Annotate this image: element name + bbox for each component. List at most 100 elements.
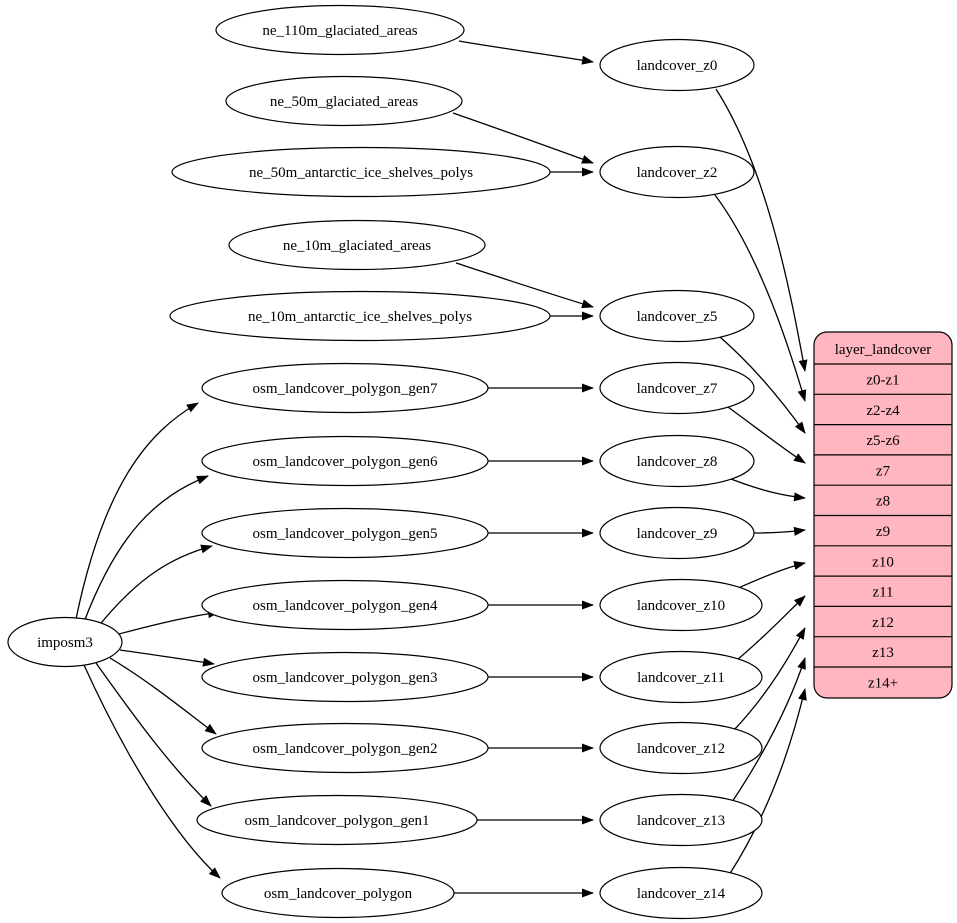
source-label: osm_landcover_polygon_gen2 <box>253 741 438 757</box>
stage-ellipse <box>599 866 763 920</box>
source-label: osm_landcover_polygon_gen6 <box>253 454 438 470</box>
table-row-z14plus: z14+ <box>868 676 898 692</box>
node-ne-110m-glaciated-areas: ne_110m_glaciated_areas <box>215 4 465 56</box>
edge-z11-row-z11 <box>736 595 806 661</box>
table-row-z9: z9 <box>876 524 890 540</box>
node-landcover-z14: landcover_z14 <box>599 866 763 920</box>
node-landcover-z5: landcover_z5 <box>599 289 755 343</box>
stage-label: landcover_z11 <box>637 670 725 686</box>
edge-z7-row-z7 <box>727 406 806 464</box>
edge-imposm3-gen5 <box>96 544 213 629</box>
stage-label: landcover_z2 <box>637 165 718 181</box>
source-ellipse <box>196 794 478 846</box>
table-row-z8: z8 <box>876 494 890 510</box>
node-landcover-z8: landcover_z8 <box>599 434 755 488</box>
stage-ellipse <box>599 434 755 488</box>
table-row-z5-z6: z5-z6 <box>866 433 900 449</box>
edge-z14-row-z14plus <box>728 688 807 876</box>
edges-root-to-sources <box>75 402 221 879</box>
source-label: osm_landcover_polygon_gen4 <box>253 598 438 614</box>
source-label: ne_10m_glaciated_areas <box>283 238 431 254</box>
table-row-z0-z1: z0-z1 <box>866 373 899 389</box>
node-landcover-z9: landcover_z9 <box>599 506 755 560</box>
node-landcover-z12: landcover_z12 <box>599 721 763 775</box>
stage-ellipse <box>599 578 763 632</box>
node-landcover-z7: landcover_z7 <box>599 361 755 415</box>
table-row-z7: z7 <box>876 463 891 479</box>
table-row-z11: z11 <box>872 585 893 601</box>
edge-z9-row-z9 <box>753 526 806 536</box>
node-osm-landcover-polygon-gen5: osm_landcover_polygon_gen5 <box>201 507 489 559</box>
edge-imposm3-gen4 <box>118 609 220 635</box>
source-ellipse <box>201 362 489 414</box>
node-ne-10m-glaciated-areas: ne_10m_glaciated_areas <box>228 219 486 271</box>
stage-label: landcover_z13 <box>637 813 725 829</box>
edges-sources-to-stages <box>452 40 594 898</box>
source-ellipse <box>201 651 489 703</box>
edge-z12-row-z12 <box>733 627 806 731</box>
node-osm-landcover-polygon-gen1: osm_landcover_polygon_gen1 <box>196 794 478 846</box>
table-row-z10: z10 <box>872 554 894 570</box>
table-row-z2-z4: z2-z4 <box>866 403 900 419</box>
node-osm-landcover-polygon-gen3: osm_landcover_polygon_gen3 <box>201 651 489 703</box>
source-ellipse <box>171 146 551 198</box>
source-label: ne_50m_glaciated_areas <box>270 94 418 110</box>
source-label: osm_landcover_polygon_gen5 <box>253 526 438 542</box>
node-ne-10m-antarctic-ice-shelves-polys: ne_10m_antarctic_ice_shelves_polys <box>169 290 551 342</box>
node-landcover-z0: landcover_z0 <box>599 38 755 92</box>
source-label: osm_landcover_polygon_gen3 <box>253 670 438 686</box>
source-ellipse <box>201 435 489 487</box>
imposm3-label: imposm3 <box>37 635 93 651</box>
source-label: osm_landcover_polygon_gen7 <box>253 381 438 397</box>
stage-ellipse <box>599 38 755 92</box>
source-label: ne_10m_antarctic_ice_shelves_polys <box>248 309 472 325</box>
stage-ellipse <box>599 289 755 343</box>
stage-ellipse <box>599 361 755 415</box>
source-ellipse <box>215 4 465 56</box>
edge-imposm3-gen6 <box>83 475 209 623</box>
edge-z8-row-z8 <box>730 478 806 502</box>
source-label: ne_110m_glaciated_areas <box>262 23 417 39</box>
node-imposm3: imposm3 <box>7 616 123 668</box>
edge-imposm3-gen7 <box>75 402 199 620</box>
edge-ne10m-glaciated-z5 <box>455 262 594 309</box>
edge-ne110m-z0 <box>458 40 594 65</box>
edge-ne50m-glaciated-z2 <box>452 112 594 164</box>
stage-ellipse <box>599 145 755 199</box>
source-label: osm_landcover_polygon_gen1 <box>245 813 430 829</box>
source-ellipse <box>225 75 463 127</box>
node-landcover-z2: landcover_z2 <box>599 145 755 199</box>
layer-landcover-title: layer_landcover <box>835 342 932 358</box>
node-ne-50m-antarctic-ice-shelves-polys: ne_50m_antarctic_ice_shelves_polys <box>171 146 551 198</box>
node-landcover-z13: landcover_z13 <box>599 793 763 847</box>
stage-label: landcover_z5 <box>637 309 718 325</box>
node-osm-landcover-polygon-gen4: osm_landcover_polygon_gen4 <box>201 579 489 631</box>
stage-ellipse <box>599 650 763 704</box>
edge-z2-row-z2-z4 <box>714 194 807 402</box>
edge-imposm3-gen1 <box>95 662 212 807</box>
node-osm-landcover-polygon: osm_landcover_polygon <box>221 867 455 919</box>
source-ellipse <box>201 722 489 774</box>
source-ellipse <box>228 219 486 271</box>
stage-ellipse <box>599 506 755 560</box>
stage-label: landcover_z0 <box>637 58 718 74</box>
stage-ellipse <box>599 793 763 847</box>
stage-ellipse <box>599 721 763 775</box>
stage-label: landcover_z9 <box>637 526 718 542</box>
stage-label: landcover_z8 <box>637 454 718 470</box>
node-osm-landcover-polygon-gen6: osm_landcover_polygon_gen6 <box>201 435 489 487</box>
source-label: ne_50m_antarctic_ice_shelves_polys <box>249 165 473 181</box>
edge-imposm3-polygon <box>83 664 221 879</box>
edge-z13-row-z13 <box>731 657 806 803</box>
edge-imposm3-gen2 <box>109 657 217 735</box>
node-osm-landcover-polygon-gen2: osm_landcover_polygon_gen2 <box>201 722 489 774</box>
source-ellipse <box>201 579 489 631</box>
stage-label: landcover_z10 <box>637 598 725 614</box>
node-landcover-z11: landcover_z11 <box>599 650 763 704</box>
imposm3-ellipse <box>7 616 123 668</box>
node-osm-landcover-polygon-gen7: osm_landcover_polygon_gen7 <box>201 362 489 414</box>
edge-z5-row-z5-z6 <box>719 336 806 434</box>
node-ne-50m-glaciated-areas: ne_50m_glaciated_areas <box>225 75 463 127</box>
source-ellipse <box>201 507 489 559</box>
